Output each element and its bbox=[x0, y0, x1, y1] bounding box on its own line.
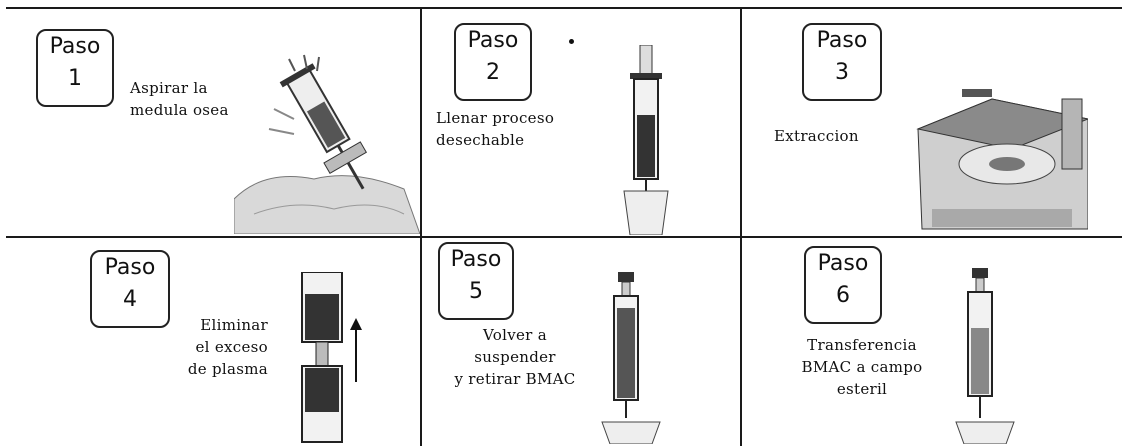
step-6-caption-line: Transferencia bbox=[807, 336, 917, 354]
step-5-caption-line: suspender bbox=[474, 348, 556, 366]
step-5-caption-line: y retirar BMAC bbox=[454, 370, 576, 388]
step-4-number: 4 bbox=[123, 287, 137, 312]
step-6-cell: Paso 6 Transferencia BMAC a campo esteri… bbox=[742, 238, 1122, 446]
step-6-caption-line: esteril bbox=[836, 380, 888, 398]
resuspend-syringe-illustration bbox=[598, 272, 668, 444]
step-4-cell: Paso 4 Eliminar el exceso de plasma bbox=[6, 238, 420, 446]
step-3-cell: Paso 3 Extraccion bbox=[742, 9, 1122, 236]
step-6-word: Paso bbox=[817, 251, 869, 276]
step-1-cell: Paso 1 Aspirar la medula osea bbox=[6, 9, 420, 236]
plasma-removal-illustration bbox=[294, 272, 364, 444]
step-5-number: 5 bbox=[469, 279, 483, 304]
step-2-word: Paso bbox=[467, 28, 519, 53]
step-1-caption-line: medula osea bbox=[130, 101, 229, 119]
step-6-caption-line: BMAC a campo bbox=[801, 358, 923, 376]
step-2-caption: Llenar proceso desechable bbox=[436, 107, 554, 151]
step-3-number: 3 bbox=[835, 60, 849, 85]
step-2-cell: Paso 2 Llenar proceso desechable bbox=[422, 9, 740, 236]
step-3-caption-line: Extraccion bbox=[774, 127, 859, 145]
step-4-caption-line: Eliminar bbox=[200, 316, 268, 334]
centrifuge-illustration bbox=[912, 89, 1088, 234]
step-5-caption: Volver a suspender y retirar BMAC bbox=[430, 324, 600, 390]
step-1-word: Paso bbox=[49, 34, 101, 59]
step-3-caption: Extraccion bbox=[774, 125, 859, 147]
step-4-badge: Paso 4 bbox=[90, 250, 170, 328]
transfer-syringe-illustration bbox=[952, 268, 1022, 444]
step-5-badge: Paso 5 bbox=[438, 242, 514, 320]
step-3-badge: Paso 3 bbox=[802, 23, 882, 101]
step-4-caption: Eliminar el exceso de plasma bbox=[158, 314, 268, 380]
divider-2 bbox=[740, 7, 742, 446]
syringe-filling-illustration bbox=[618, 45, 674, 235]
divider-1 bbox=[420, 7, 422, 446]
step-1-caption: Aspirar la medula osea bbox=[130, 77, 229, 121]
step-5-word: Paso bbox=[450, 247, 502, 272]
step-1-number: 1 bbox=[68, 66, 82, 91]
middle-rule bbox=[6, 236, 1122, 238]
step-4-word: Paso bbox=[104, 255, 156, 280]
bone-marrow-aspiration-illustration bbox=[234, 49, 420, 234]
step-1-badge: Paso 1 bbox=[36, 29, 114, 107]
step-2-number: 2 bbox=[486, 60, 500, 85]
step-2-badge: Paso 2 bbox=[454, 23, 532, 101]
top-rule bbox=[6, 7, 1122, 9]
speck bbox=[569, 39, 574, 44]
step-2-caption-line: Llenar proceso bbox=[436, 109, 555, 127]
step-6-caption: Transferencia BMAC a campo esteril bbox=[772, 334, 952, 400]
step-1-caption-line: Aspirar la bbox=[130, 79, 208, 97]
step-3-word: Paso bbox=[816, 28, 868, 53]
step-4-caption-line: el exceso bbox=[195, 338, 268, 356]
step-5-caption-line: Volver a bbox=[483, 326, 547, 344]
step-5-cell: Paso 5 Volver a suspender y retirar BMAC bbox=[422, 238, 740, 446]
step-4-caption-line: de plasma bbox=[187, 360, 268, 378]
step-6-badge: Paso 6 bbox=[804, 246, 882, 324]
step-2-caption-line: desechable bbox=[436, 131, 525, 149]
step-6-number: 6 bbox=[836, 283, 850, 308]
